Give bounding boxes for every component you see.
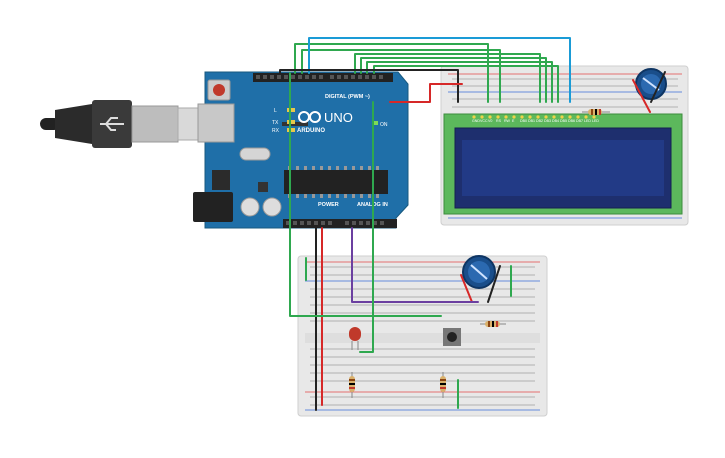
resistor-lcd-backlight: [582, 109, 610, 115]
lcd-pin-label: DB5: [560, 119, 567, 123]
atmega-chip: [284, 166, 388, 198]
wire-green: [289, 72, 442, 317]
arduino-logo-icon: [298, 111, 321, 123]
reset-button[interactable]: [207, 79, 231, 101]
wire-red: [460, 274, 473, 303]
usb-port: [197, 103, 235, 143]
breadboard-bottom: [297, 255, 548, 417]
potentiometer-input[interactable]: [462, 255, 496, 289]
lcd-16x2-module: GND VCC V0 RS RW E DB0 DB1 DB2 DB3 DB4 D…: [443, 113, 683, 215]
wire-green: [360, 57, 547, 103]
digital-label: DIGITAL (PWM ~): [325, 94, 370, 100]
usb-icon: [100, 117, 124, 131]
lcd-pin-label: DB6: [568, 119, 575, 123]
lcd-pin-label: VCC: [480, 119, 488, 123]
resistor-button-pull: [480, 321, 506, 327]
wire-blue: [308, 37, 571, 103]
lcd-pin-labels: GND VCC V0 RS RW E DB0 DB1 DB2 DB3 DB4 D…: [472, 119, 599, 123]
led-rx-label: RX: [272, 128, 280, 134]
wire-green: [366, 61, 553, 103]
wire-green: [301, 49, 501, 103]
power-label: POWER: [318, 202, 339, 208]
arduino-brand: ARDUINO: [297, 128, 325, 134]
lcd-pin-label: DB7: [576, 119, 583, 123]
lcd-pin-label: GND: [472, 119, 480, 123]
push-button[interactable]: [443, 328, 461, 346]
lcd-pin-label: DB4: [552, 119, 559, 123]
capacitor: [240, 197, 260, 217]
wire-green: [359, 101, 374, 353]
power-analog-header: [283, 219, 397, 228]
led-l-label: L: [274, 108, 277, 114]
wires: [279, 37, 666, 411]
lcd-pin-label: DB3: [544, 119, 551, 123]
wire-black: [279, 69, 459, 103]
lcd-pin-label: V0: [488, 119, 492, 123]
resistor-button: [440, 372, 446, 398]
wire-black: [650, 71, 666, 103]
crystal-oscillator: [239, 147, 271, 161]
wire-red: [632, 79, 651, 113]
resistor-led: [349, 372, 355, 398]
lcd-pin-label: DB2: [536, 119, 543, 123]
lcd-pin-label: E: [512, 119, 515, 123]
wire-black: [487, 265, 501, 303]
lcd-pin-label: LED: [592, 119, 599, 123]
arduino-model: UNO: [324, 110, 353, 125]
arduino-uno-board[interactable]: L TX RX ARDUINO UNO ON DIGITAL (PWM ~) P…: [193, 71, 409, 229]
wire-green: [354, 53, 541, 103]
lcd-pin-label: RW: [504, 119, 511, 123]
lcd-pin-label: LED: [584, 119, 591, 123]
capacitor: [262, 197, 282, 217]
lcd-pin-label: RS: [496, 119, 502, 123]
wire-red: [389, 83, 463, 103]
usb-cable: [40, 100, 205, 148]
red-led: [349, 327, 361, 350]
wire-green: [294, 43, 489, 103]
led-tx-label: TX: [272, 120, 279, 126]
on-label: ON: [380, 122, 388, 128]
voltage-regulator: [212, 170, 230, 190]
lcd-pin-label: DB0: [520, 119, 527, 123]
lcd-pin-label: DB1: [528, 119, 535, 123]
wire-purple: [351, 227, 479, 303]
dc-power-jack: [193, 192, 233, 222]
